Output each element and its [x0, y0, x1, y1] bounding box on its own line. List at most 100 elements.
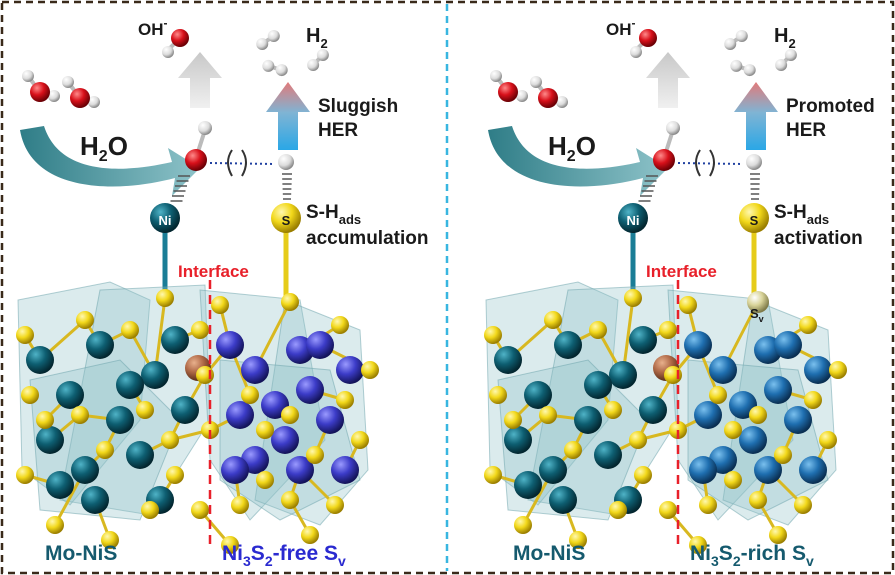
sulfur-atom	[96, 441, 114, 459]
sulfur-atom	[709, 386, 727, 404]
hydrogen-atom	[724, 37, 737, 50]
sulfur-atom	[331, 316, 349, 334]
sulfur-atom	[604, 401, 622, 419]
ni-atom-mo-nis	[141, 361, 169, 389]
ni-atom-mo-nis	[116, 371, 144, 399]
sulfur-atom	[306, 446, 324, 464]
bond-break-mark	[227, 149, 233, 177]
hydrogen-atom	[630, 46, 642, 58]
sulfur-atom	[221, 536, 239, 554]
h2-molecule	[256, 30, 280, 50]
ni-atom-ni3s2-rich	[784, 406, 812, 434]
sulfur-atom	[544, 311, 562, 329]
ni-atom-ni3s2-free	[226, 401, 254, 429]
ni-atom-ni3s2-rich	[804, 356, 832, 384]
sulfur-atom	[794, 496, 812, 514]
h2-evolution-arrow	[266, 82, 310, 150]
ni-atom-ni3s2-free	[296, 376, 324, 404]
hydrogen-atom	[516, 90, 528, 102]
h2o-label: H2O	[548, 131, 596, 165]
hydrogen-atom	[62, 76, 74, 88]
h2o-curved-arrow	[488, 126, 668, 196]
sulfur-vacancy-label: Sv	[750, 306, 764, 324]
ni-atom-ni3s2-rich	[739, 426, 767, 454]
sulfur-atom	[21, 386, 39, 404]
ni-atom-mo-nis	[494, 346, 522, 374]
sulfur-atom	[804, 391, 822, 409]
ni-atom-mo-nis	[56, 381, 84, 409]
sulfur-atom	[256, 471, 274, 489]
oxygen-atom	[498, 82, 518, 102]
ni-atom-ni3s2-rich	[684, 331, 712, 359]
sulfur-atom	[799, 316, 817, 334]
h2o-curved-arrow	[20, 126, 200, 196]
sulfur-atom	[336, 391, 354, 409]
ni-atom-ni3s2-free	[271, 426, 299, 454]
sulfur-atom	[569, 531, 587, 549]
sulfur-atom	[699, 496, 717, 514]
sulfur-atom	[749, 491, 767, 509]
ni-atom-mo-nis	[46, 471, 74, 499]
sulfur-atom	[16, 466, 34, 484]
sulfur-atom	[659, 501, 677, 519]
ni-atom-ni3s2-rich	[774, 331, 802, 359]
s-h-ads-label: S-Hads	[306, 202, 361, 227]
sulfur-atom	[774, 446, 792, 464]
hydrogen-atom	[784, 48, 797, 61]
oh-release-arrow	[646, 52, 690, 108]
sulfur-atom	[36, 411, 54, 429]
s-h-state-label: accumulation	[306, 228, 428, 249]
h2-molecule	[724, 30, 748, 50]
sulfur-atom	[191, 501, 209, 519]
material-label-mo-nis: Mo-NiS	[45, 542, 117, 565]
ni-atom-ni3s2-rich	[709, 356, 737, 384]
ni-atom-ni3s2-rich	[694, 401, 722, 429]
sulfur-site-atom	[739, 203, 769, 233]
bond-break-mark	[241, 149, 247, 177]
oxygen-atom	[538, 88, 558, 108]
h2-molecule	[262, 59, 288, 77]
oh-label: OH-	[138, 16, 168, 39]
ni-atom-mo-nis	[86, 331, 114, 359]
sulfur-site-label: S	[750, 213, 759, 228]
sulfur-atom	[749, 406, 767, 424]
h2-molecule	[307, 48, 329, 72]
sulfur-site-atom	[271, 203, 301, 233]
sulfur-atom	[819, 431, 837, 449]
s-h-state-label: activation	[774, 228, 863, 249]
her-label: HER	[786, 120, 826, 141]
hydrogen-bond-dotted	[209, 162, 276, 165]
material-label-mo-nis: Mo-NiS	[513, 542, 585, 565]
her-status-label: Sluggish	[318, 96, 398, 117]
water-molecule	[22, 70, 60, 102]
water-molecule	[530, 76, 568, 108]
h2-molecule	[730, 59, 756, 77]
sulfur-atom	[724, 421, 742, 439]
ni-atom-mo-nis	[639, 396, 667, 424]
sulfur-atom	[659, 321, 677, 339]
adsorbed-hydrogen-atom	[746, 154, 762, 170]
bond-break-mark	[695, 149, 701, 177]
hydrogen-atom	[490, 70, 502, 82]
hydrogen-atom	[556, 96, 568, 108]
ni-atom-mo-nis	[584, 371, 612, 399]
bond-break-mark	[709, 149, 715, 177]
sulfur-atom	[211, 296, 229, 314]
hydrogen-atom	[88, 96, 100, 108]
ni-atom-mo-nis	[71, 456, 99, 484]
ni-site-atom	[618, 203, 648, 233]
sulfur-atom	[351, 431, 369, 449]
sulfur-atom	[361, 361, 379, 379]
ni-atom-mo-nis	[609, 361, 637, 389]
hydrogen-bond-dotted	[677, 162, 744, 165]
crystal-structure	[484, 281, 847, 554]
sulfur-atom	[664, 366, 682, 384]
ni-atom-ni3s2-rich	[689, 456, 717, 484]
hydrogen-atom	[316, 48, 329, 61]
sulfur-atom	[484, 466, 502, 484]
sulfur-atom	[301, 526, 319, 544]
ni-site-atom	[150, 203, 180, 233]
hydrogen-atom	[256, 37, 269, 50]
